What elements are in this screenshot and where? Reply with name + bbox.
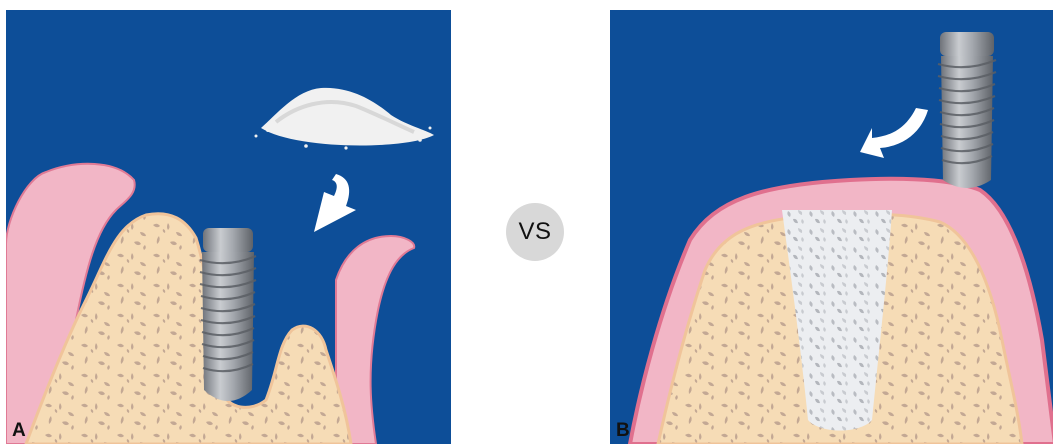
arrow-icon [860, 108, 928, 158]
bone-graft-powder-pile [255, 88, 435, 150]
panel-label-b: B [616, 420, 630, 442]
panel-a-immediate-implant-with-graft: A [6, 10, 451, 444]
vs-badge: VS [506, 203, 564, 261]
dental-implant [938, 32, 996, 188]
panel-label-a: A [12, 420, 26, 442]
gum-right [336, 236, 414, 444]
panel-b-socket-preservation: B [610, 10, 1053, 444]
illustration-a [6, 10, 451, 444]
arrow-icon [314, 174, 356, 232]
illustration-b [610, 10, 1053, 444]
dental-implant [200, 228, 256, 401]
